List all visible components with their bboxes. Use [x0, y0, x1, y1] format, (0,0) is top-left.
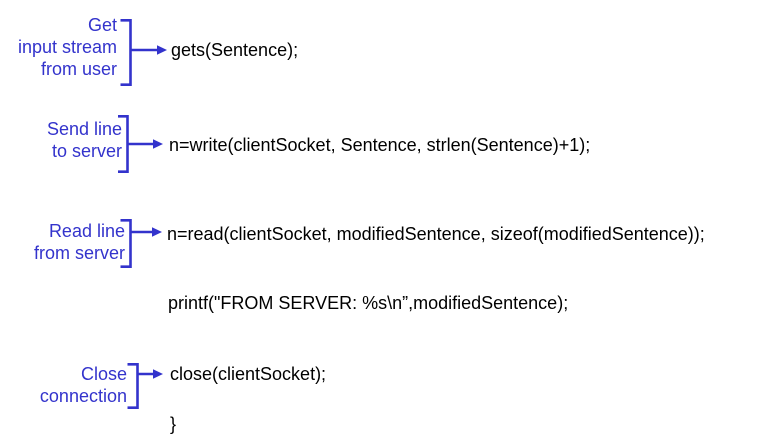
arrow-right-icon [137, 369, 163, 379]
arrow-right-icon [130, 227, 162, 237]
code-line-read: n=read(clientSocket, modifiedSentence, s… [167, 224, 705, 244]
annotation-line: to server [51, 141, 122, 161]
annotation-read-line: Read line from server [34, 220, 125, 264]
code-line-close: close(clientSocket); [170, 364, 327, 384]
annotation-line: from server [33, 243, 125, 263]
annotation-send-line: Send line to server [47, 118, 122, 162]
annotation-close-connection: Close connection [40, 363, 127, 407]
code-line-write: n=write(clientSocket, Sentence, strlen(S… [169, 135, 591, 155]
annotation-line: Close [80, 364, 127, 384]
annotation-line: Read line [48, 221, 125, 241]
arrow-right-icon [130, 45, 167, 55]
annotation-get-input-stream: Get input stream from user [18, 14, 117, 80]
annotation-line: from user [40, 59, 117, 79]
annotation-line: input stream [17, 37, 117, 57]
code-line-closing-brace: } [170, 414, 177, 434]
code-line-gets: gets(Sentence); [171, 40, 299, 60]
bracket-get-input-icon [120, 19, 132, 86]
code-line-printf: printf("FROM SERVER: %s\n”,modifiedSente… [168, 293, 569, 313]
bracket-close-connection-icon [127, 363, 139, 409]
annotation-line: Send line [46, 119, 122, 139]
annotation-line: connection [39, 386, 127, 406]
annotation-line: Get [87, 15, 117, 35]
arrow-right-icon [127, 139, 163, 149]
